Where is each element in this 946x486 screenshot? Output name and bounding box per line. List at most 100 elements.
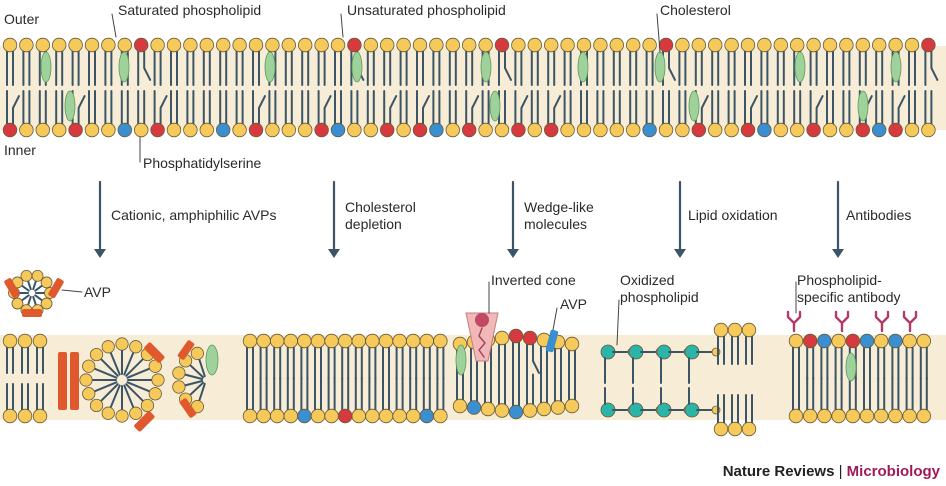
- arrow-label-wedge-like: Wedge-like molecules: [524, 199, 594, 232]
- top-inner-head-40: [658, 122, 674, 138]
- micelle-tail-3: [26, 295, 32, 307]
- top-outer-head-35: [576, 37, 592, 53]
- p3-top-head-8: [564, 336, 580, 352]
- micelle-tail-6: [20, 284, 30, 292]
- top-outer-head-6: [101, 37, 116, 53]
- p1-pore-tail-6: [99, 383, 119, 403]
- p3-inverted-cone: [465, 312, 499, 362]
- p5-top-head-6: [874, 333, 889, 349]
- p2-top-head-12: [406, 333, 421, 349]
- p3-bot-head-6: [536, 401, 552, 417]
- p2-top-head-13: [419, 333, 435, 349]
- top-outer-head-31: [511, 37, 526, 53]
- p1-pore-avp-a: [144, 342, 165, 363]
- top-outer-head-4: [68, 37, 83, 53]
- top-outer-head-18: [298, 37, 313, 53]
- p2-top-head-1: [256, 333, 271, 349]
- top-outer-head-13: [215, 37, 231, 53]
- p2-top-head-11: [392, 333, 407, 349]
- p3-bot-head-3: [494, 403, 510, 418]
- p2-bot-head-12: [406, 408, 421, 424]
- top-outer-head-15: [248, 37, 264, 53]
- top-inner-head-51: [839, 122, 854, 138]
- avp-mid-leader: [552, 307, 558, 331]
- p5-bot-head-2: [817, 408, 832, 424]
- p1-pore-head-11: [101, 340, 115, 354]
- p5-top-head-7: [888, 333, 903, 349]
- top-inner-head-54: [888, 122, 903, 138]
- p2-top-head-3: [283, 333, 299, 349]
- top-inner-cholesterol-1: [489, 90, 501, 122]
- top-inner-head-31: [511, 122, 526, 138]
- p3-cone-head: [475, 313, 489, 327]
- p5-bot-head-8: [902, 408, 917, 424]
- top-outer-lipid-30-tail-b: [504, 50, 512, 81]
- footer-journal: Microbiology: [846, 463, 940, 480]
- p1-pore-tail-3: [123, 384, 135, 409]
- top-inner-head-44: [724, 122, 739, 138]
- p5-antibody-arm-r-1: [840, 310, 850, 325]
- p5-top-head-1: [803, 333, 818, 349]
- inverted-cone-label: Inverted cone: [491, 272, 576, 288]
- micelle-tail-7: [26, 279, 32, 291]
- top-inner-head-14: [232, 122, 247, 138]
- top-outer-head-45: [740, 37, 756, 53]
- p4-edge-top-head-2: [741, 322, 757, 338]
- top-inner-head-22: [363, 122, 379, 138]
- antibody-label: Phospholipid- specific antibody: [797, 272, 901, 305]
- p2-bot-head-7: [338, 408, 353, 424]
- top-outer-cholesterol-5: [577, 51, 589, 83]
- top-outer-cholesterol-8: [890, 51, 902, 83]
- p3-top-lipid-5-tail-b: [532, 343, 540, 374]
- top-inner-head-18: [298, 122, 313, 138]
- top-outer-head-16: [265, 37, 280, 53]
- p1-right-tail-1: [188, 381, 205, 397]
- top-inner-head-26: [429, 122, 444, 138]
- p1-pore-head-0: [151, 373, 165, 387]
- p4-edge-bot-head-2: [741, 421, 757, 437]
- top-outer-head-22: [363, 37, 379, 53]
- p1-pore-tail-15: [126, 367, 151, 379]
- p1-pore-tail-1: [126, 381, 151, 393]
- top-inner-head-48: [790, 122, 805, 138]
- top-outer-head-56: [921, 37, 936, 53]
- top-outer-cholesterol-1: [118, 51, 130, 83]
- p1-left-bot-head-1: [17, 408, 33, 424]
- top-inner-lipid-42-tail-b: [700, 95, 709, 126]
- micelle-tail-9: [34, 284, 44, 292]
- p5-antibody-arm-l-3: [902, 310, 912, 325]
- unsaturated-phospholipid-label: Unsaturated phospholipid: [347, 2, 506, 18]
- avp-label-left: AVP: [84, 284, 111, 300]
- outer-label: Outer: [4, 11, 40, 27]
- top-inner-head-29: [478, 122, 493, 138]
- p3-top-head-3: [494, 330, 510, 346]
- micelle-head-1: [40, 297, 53, 310]
- top-outer-head-17: [281, 37, 297, 53]
- micelle-head-4: [11, 297, 24, 310]
- top-inner-head-41: [675, 122, 690, 138]
- top-inner-lipid-33-tail-b: [553, 95, 562, 126]
- p5-antibody-arm-r-3: [908, 310, 918, 325]
- top-outer-head-1: [19, 37, 34, 53]
- top-outer-lipid-40-tail-b: [668, 50, 676, 81]
- top-outer-head-41: [675, 37, 690, 53]
- top-inner-head-17: [281, 122, 297, 138]
- p1-pore-head-13: [129, 340, 143, 354]
- p4-edge-bot-head-0: [713, 421, 729, 437]
- p1-right-tail-5: [198, 358, 206, 378]
- arrow-label-antibodies: Antibodies: [846, 207, 912, 223]
- p1-pore-head-8: [79, 373, 93, 387]
- p4-edge-bot-head-1: [727, 421, 743, 437]
- p1-pore-tail-13: [123, 351, 135, 376]
- top-inner-head-5: [84, 122, 100, 138]
- top-inner-head-16: [265, 122, 280, 138]
- p2-top-head-2: [270, 333, 285, 349]
- p2-bot-head-4: [297, 408, 312, 424]
- micelle-head-8: [31, 269, 44, 282]
- top-inner-head-53: [872, 122, 887, 138]
- p5-bot-head-7: [888, 408, 903, 424]
- top-outer-head-10: [166, 37, 182, 53]
- top-inner-head-28: [462, 122, 477, 138]
- top-inner-head-39: [642, 122, 657, 138]
- p3-bot-head-5: [522, 403, 538, 418]
